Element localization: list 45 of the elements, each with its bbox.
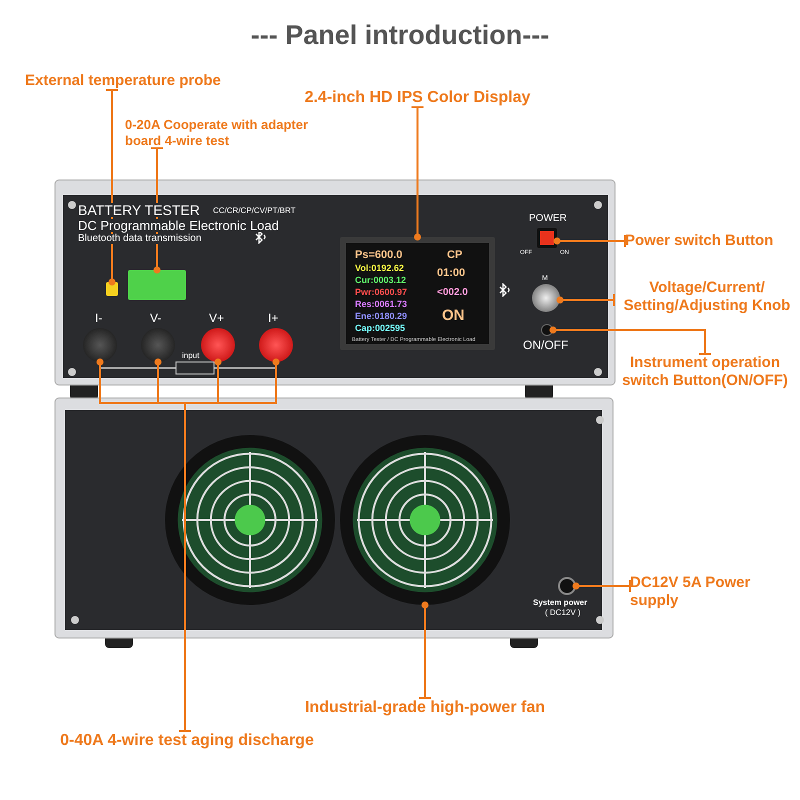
terminal-label: V+ [209,312,224,324]
input-label: input [182,352,200,360]
leader-line [410,106,424,240]
display-value: Ps=600.0 [355,250,402,261]
leader-line [554,234,626,248]
title: --- Panel introduction--- [250,20,550,51]
callout-text: 2.4-inch HD IPS Color Display [290,88,545,108]
terminal-label: I+ [268,312,278,324]
terminal-label: V- [150,312,162,324]
leader-line [418,602,432,699]
leader-line [556,293,615,307]
callout-text: Industrial-grade high-power fan [290,698,560,718]
panel-subtitle: DC Programmable Electronic Load [78,219,279,232]
power-switch [537,228,557,248]
callout-text: Voltage/Current/ Setting/Adjusting Knob [614,279,800,315]
display-value: CP [447,250,462,261]
callout-text: External temperature probe [25,72,240,90]
terminal-block [128,270,186,300]
leader-line [550,326,712,355]
display-value: ON [442,308,464,323]
display-value: Pwr:0600.97 [355,288,408,297]
part-label: POWER [529,214,567,224]
jack-label: ( DC12V ) [545,609,581,617]
cooling-fan [165,435,335,605]
callout-text: 0-20A Cooperate with adapter board 4-wire test [125,117,310,148]
display-value: 01:00 [437,268,466,279]
leader-line [572,579,631,593]
panel-text: Bluetooth data transmission [78,234,202,244]
display-value: Vol:0192.62 [355,264,404,273]
callout-text: DC12V 5A Power supply [630,574,770,610]
display-screen [340,237,495,350]
display-value: Cur:0003.12 [355,276,406,285]
button-label: ON/OFF [523,339,568,351]
callout-text: 0-40A 4-wire test aging discharge [42,731,332,750]
display-value: Ene:0180.29 [355,312,408,321]
terminal-label: I- [95,312,102,324]
callout-text: Instrument operation switch Button(ON/OFF) [610,354,800,390]
callout-text: Power switch Button [625,232,797,250]
mode-list: CC/CR/CP/CV/PT/BRT [213,207,296,215]
display-value: Cap:002595 [355,324,406,333]
panel-title: BATTERY TESTER [78,203,200,217]
display-value: Res:0061.73 [355,300,408,309]
cooling-fan [340,435,510,605]
jack-label: System power [533,599,588,607]
display-value: <002.0 [437,288,468,298]
